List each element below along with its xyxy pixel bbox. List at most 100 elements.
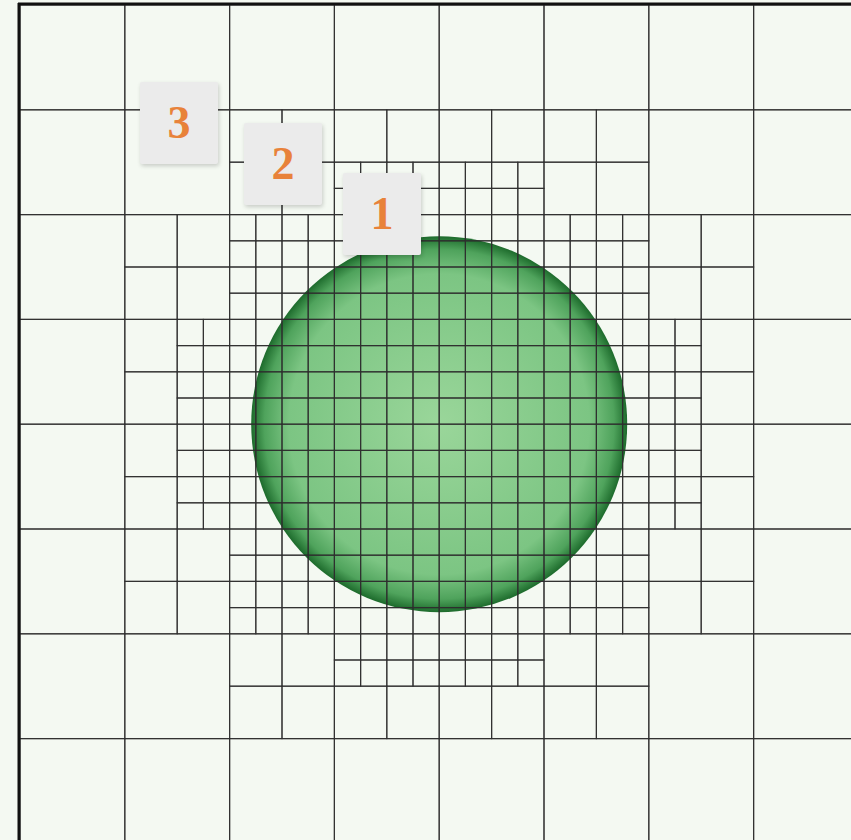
mesh-cell [230, 293, 256, 319]
mesh-cell [518, 660, 544, 686]
mesh-cell [544, 739, 649, 840]
mesh-cell [282, 346, 308, 372]
mesh-cell [570, 398, 596, 424]
mesh-cell [334, 424, 360, 450]
mesh-cell [439, 110, 491, 162]
mesh-cell [387, 293, 413, 319]
mesh-cell [439, 581, 465, 607]
mesh-cell [439, 267, 465, 293]
mesh-cell [623, 241, 649, 267]
mesh-cell [570, 529, 596, 555]
callout-box: 3 [140, 82, 218, 164]
mesh-cell [701, 529, 753, 581]
mesh-cell [675, 319, 701, 345]
mesh-cell [701, 372, 753, 424]
mesh-cell [203, 398, 229, 424]
mesh-cell [492, 215, 518, 241]
mesh-cell [701, 424, 753, 476]
mesh-cell [596, 477, 622, 503]
mesh-cell [649, 739, 754, 840]
mesh-cell [308, 529, 334, 555]
mesh-cell [413, 319, 439, 345]
mesh-cell [203, 372, 229, 398]
mesh-cell [125, 267, 177, 319]
mesh-cell [282, 503, 308, 529]
mesh-cell [334, 319, 360, 345]
mesh-cell [439, 686, 491, 738]
mesh-cell [649, 110, 754, 215]
mesh-cell [387, 608, 413, 634]
mesh-cell [465, 660, 491, 686]
mesh-cell [596, 503, 622, 529]
mesh-cell [518, 450, 544, 476]
mesh-cell [387, 398, 413, 424]
mesh-cell [361, 424, 387, 450]
mesh-cell [387, 477, 413, 503]
mesh-cell [544, 110, 596, 162]
mesh-cell [623, 372, 649, 398]
mesh-cell [308, 215, 334, 241]
mesh-cell [308, 503, 334, 529]
mesh-cell [518, 319, 544, 345]
mesh-cell [623, 477, 649, 503]
mesh-cell [465, 529, 491, 555]
domain-border [18, 3, 21, 840]
mesh-cell [439, 188, 465, 214]
mesh-cell [439, 424, 465, 450]
mesh-cell [570, 608, 596, 634]
mesh-cell [413, 634, 439, 660]
mesh-cell [387, 319, 413, 345]
mesh-cell [492, 555, 518, 581]
mesh-cell [230, 529, 256, 555]
mesh-cell [230, 346, 256, 372]
mesh-cell [623, 529, 649, 555]
mesh-cell [413, 424, 439, 450]
mesh-cell [439, 450, 465, 476]
mesh-cell [282, 293, 308, 319]
mesh-cell [413, 346, 439, 372]
mesh-cell [570, 450, 596, 476]
mesh-cell [570, 267, 596, 293]
mesh-cell [596, 372, 622, 398]
mesh-cell [361, 634, 387, 660]
mesh-cell [282, 450, 308, 476]
mesh-cell [387, 110, 439, 162]
mesh-cell [413, 660, 439, 686]
mesh-cell [230, 319, 256, 345]
mesh-cell [596, 267, 622, 293]
mesh-cell [518, 346, 544, 372]
mesh-cell [334, 477, 360, 503]
mesh-cell [230, 686, 282, 738]
mesh-cell [308, 293, 334, 319]
mesh-cell [492, 398, 518, 424]
callout-number: 3 [168, 100, 191, 146]
mesh-cell [334, 5, 439, 110]
mesh-cell [518, 424, 544, 450]
mesh-cell [308, 424, 334, 450]
mesh-cell [203, 503, 229, 529]
mesh-cell [570, 503, 596, 529]
mesh-cell [413, 398, 439, 424]
mesh-cell [125, 319, 177, 371]
mesh-cell [282, 686, 334, 738]
mesh-cell [413, 293, 439, 319]
mesh-cell [570, 241, 596, 267]
mesh-cell [230, 608, 256, 634]
mesh-cell [596, 319, 622, 345]
mesh-cell [308, 346, 334, 372]
mesh-cell [544, 241, 570, 267]
mesh-cell [544, 450, 570, 476]
mesh-cell [754, 739, 851, 840]
mesh-cell [439, 398, 465, 424]
mesh-cell [570, 581, 596, 607]
mesh-cell [596, 398, 622, 424]
mesh-cell [20, 529, 125, 634]
mesh-cell [230, 477, 256, 503]
mesh-cell [701, 581, 753, 633]
mesh-cell [203, 319, 229, 345]
mesh-cell [256, 293, 282, 319]
mesh-cell [256, 241, 282, 267]
mesh-cell [518, 477, 544, 503]
mesh-cell [256, 372, 282, 398]
mesh-cell [334, 529, 360, 555]
